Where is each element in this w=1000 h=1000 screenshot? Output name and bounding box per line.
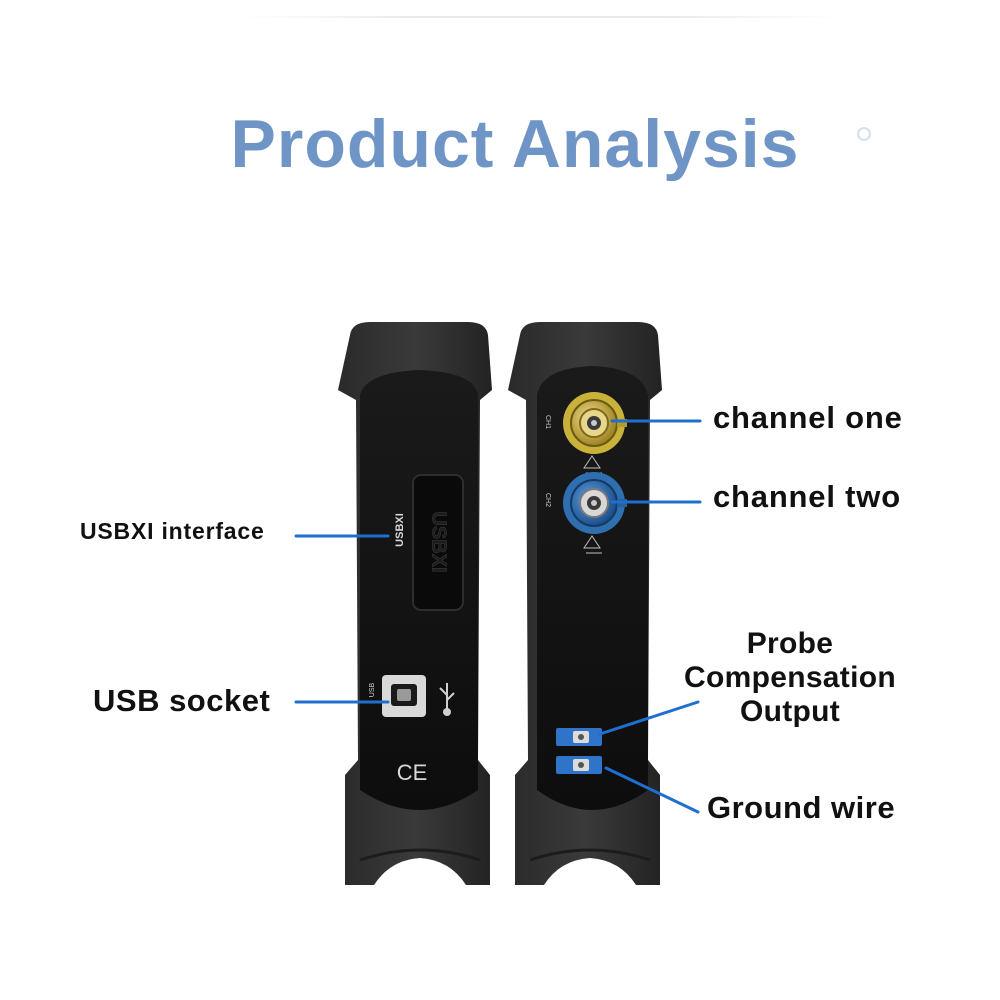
- left-device-unit: USBXI USBXI USB CE: [338, 322, 492, 885]
- ch2-tag-print: CH2: [544, 493, 551, 507]
- ground-terminal: [556, 756, 602, 774]
- ce-mark-icon: CE: [397, 760, 428, 785]
- usbxi-port-cover: [412, 474, 464, 611]
- ch2-warning-icon: [583, 535, 602, 554]
- callout-channel-one: channel one: [713, 400, 903, 435]
- callout-ground-wire: Ground wire: [707, 790, 896, 825]
- usbxi-vertical-print: USBXI: [394, 513, 406, 547]
- callout-line-probe-comp: [598, 700, 700, 736]
- right-unit-panel: [537, 366, 648, 810]
- page-title: Product Analysis: [230, 106, 800, 182]
- bnc-connector-ch2: [563, 472, 627, 534]
- probe-label-line-1: Probe: [746, 627, 834, 660]
- usb-tag-print: USB: [369, 682, 376, 697]
- ch1-tag-print: CH1: [544, 415, 551, 429]
- top-divider: [240, 16, 840, 18]
- right-device-unit: CH1 CH2: [508, 322, 662, 885]
- callout-usb-socket: USB socket: [93, 683, 271, 718]
- callout-usbxi-interface: USBXI interface: [80, 518, 265, 544]
- decorative-ring-icon: [857, 127, 871, 141]
- callout-line-ground: [604, 766, 700, 814]
- callout-channel-two: channel two: [713, 479, 901, 514]
- usb-trident-icon: [439, 683, 455, 716]
- callout-probe-compensation-output: Probe Compensation Output: [660, 627, 920, 729]
- port-cover-text: USBXI: [428, 511, 450, 572]
- bnc-connector-ch1: [563, 392, 627, 454]
- probe-label-line-3: Output: [739, 695, 841, 728]
- probe-compensation-terminal: [556, 728, 602, 746]
- probe-label-line-2: Compensation: [684, 661, 896, 694]
